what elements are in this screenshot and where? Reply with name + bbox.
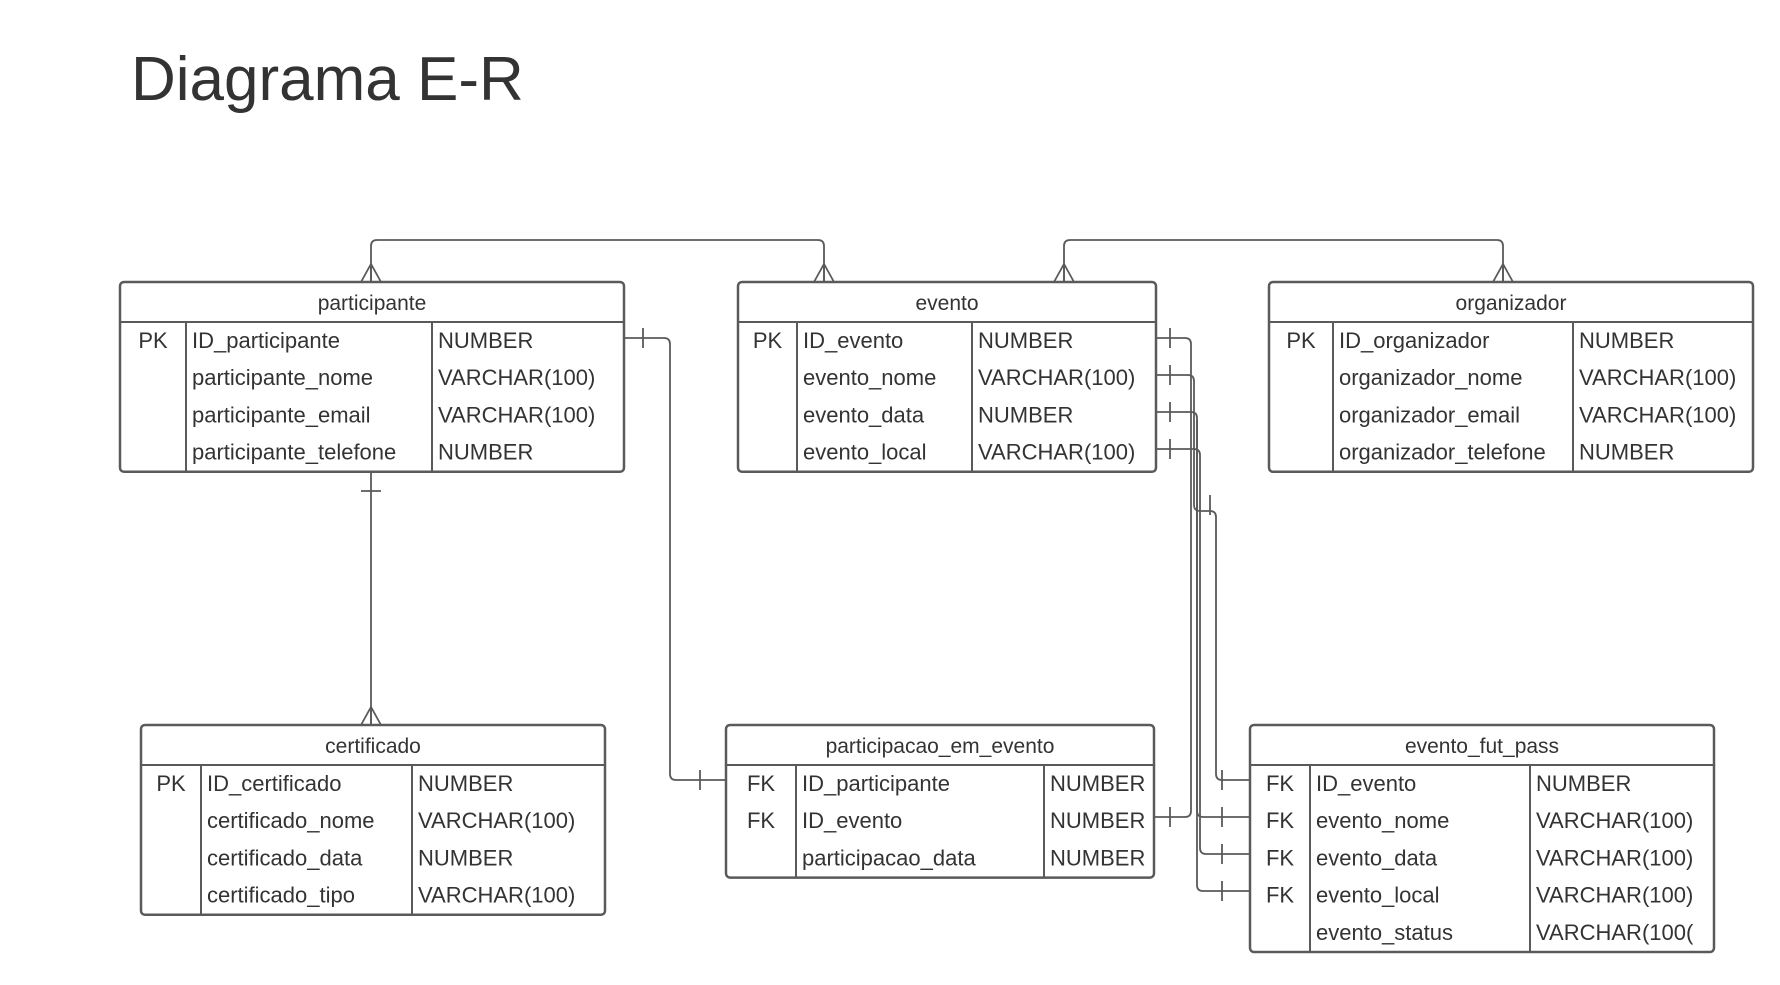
field-cell: evento_local bbox=[803, 440, 927, 465]
entity-title: participacao_em_evento bbox=[826, 735, 1055, 758]
type-cell: VARCHAR(100) bbox=[978, 365, 1135, 390]
rel-evento-id-evento-fut-pass bbox=[1156, 374, 1250, 781]
field-cell: ID_certificado bbox=[207, 771, 342, 796]
type-cell: NUMBER bbox=[978, 328, 1073, 353]
type-cell: VARCHAR(100) bbox=[418, 808, 575, 833]
crows-foot-evento-left bbox=[813, 262, 835, 283]
type-cell: VARCHAR(100) bbox=[1579, 402, 1736, 427]
rel-evento-nome-efp bbox=[1156, 411, 1250, 818]
key-cell: PK bbox=[138, 328, 168, 353]
entity-box bbox=[724, 723, 1156, 879]
field-cell: ID_evento bbox=[802, 808, 902, 833]
field-cell: evento_nome bbox=[803, 365, 936, 390]
field-cell: organizador_nome bbox=[1339, 365, 1522, 390]
type-cell: NUMBER bbox=[438, 328, 533, 353]
rel-participante-evento bbox=[370, 239, 825, 282]
field-cell: organizador_email bbox=[1339, 402, 1520, 427]
field-cell: ID_evento bbox=[803, 328, 903, 353]
type-cell: NUMBER bbox=[418, 771, 513, 796]
entity-box bbox=[736, 280, 1158, 474]
entity-box bbox=[1248, 723, 1716, 954]
field-cell: participante_nome bbox=[192, 365, 373, 390]
entity-box bbox=[139, 723, 607, 917]
field-cell: evento_data bbox=[803, 402, 925, 427]
type-cell: VARCHAR(100) bbox=[1536, 883, 1693, 908]
type-cell: VARCHAR(100) bbox=[1536, 808, 1693, 833]
key-cell: FK bbox=[1266, 808, 1294, 833]
type-cell: NUMBER bbox=[1050, 771, 1145, 796]
crows-foot-certificado bbox=[360, 705, 382, 726]
key-cell: PK bbox=[753, 328, 783, 353]
type-cell: VARCHAR(100( bbox=[1536, 920, 1694, 945]
rel-evento-participacao bbox=[1154, 337, 1192, 818]
rel-participante-participacao bbox=[624, 337, 726, 781]
entity-box bbox=[1267, 280, 1755, 474]
field-cell: ID_evento bbox=[1316, 771, 1416, 796]
crows-foot-participante bbox=[360, 262, 382, 283]
entity-title: organizador bbox=[1456, 292, 1567, 315]
type-cell: NUMBER bbox=[1579, 328, 1674, 353]
entity-title: evento_fut_pass bbox=[1405, 735, 1559, 758]
field-cell: evento_nome bbox=[1316, 808, 1449, 833]
key-cell: FK bbox=[1266, 845, 1294, 870]
type-cell: VARCHAR(100) bbox=[418, 883, 575, 908]
relationship-lines bbox=[360, 239, 1514, 901]
entity-title: certificado bbox=[325, 735, 421, 758]
field-cell: ID_participante bbox=[802, 771, 950, 796]
type-cell: NUMBER bbox=[1536, 771, 1631, 796]
type-cell: VARCHAR(100) bbox=[1579, 365, 1736, 390]
field-cell: certificado_tipo bbox=[207, 883, 355, 908]
type-cell: NUMBER bbox=[438, 440, 533, 465]
rel-evento-organizador bbox=[1063, 239, 1504, 282]
field-cell: certificado_nome bbox=[207, 808, 375, 833]
entity-title: evento bbox=[915, 292, 978, 315]
rel-evento-local-efp bbox=[1196, 420, 1250, 892]
field-cell: evento_status bbox=[1316, 920, 1453, 945]
type-cell: NUMBER bbox=[1579, 440, 1674, 465]
entity-box bbox=[118, 280, 626, 474]
key-cell: FK bbox=[747, 808, 775, 833]
field-cell: participacao_data bbox=[802, 845, 976, 870]
field-cell: ID_participante bbox=[192, 328, 340, 353]
crows-foot-organizador bbox=[1492, 262, 1514, 283]
field-cell: organizador_telefone bbox=[1339, 440, 1546, 465]
type-cell: NUMBER bbox=[418, 845, 513, 870]
key-cell: FK bbox=[747, 771, 775, 796]
field-cell: participante_email bbox=[192, 402, 371, 427]
field-cell: ID_organizador bbox=[1339, 328, 1489, 353]
field-cell: evento_local bbox=[1316, 883, 1440, 908]
field-cell: evento_data bbox=[1316, 845, 1438, 870]
crows-foot-evento-right bbox=[1053, 262, 1075, 283]
key-cell: FK bbox=[1266, 771, 1294, 796]
key-cell: FK bbox=[1266, 883, 1294, 908]
type-cell: NUMBER bbox=[1050, 845, 1145, 870]
type-cell: VARCHAR(100) bbox=[438, 402, 595, 427]
type-cell: VARCHAR(100) bbox=[1536, 845, 1693, 870]
entity-title: participante bbox=[318, 292, 427, 315]
type-cell: VARCHAR(100) bbox=[438, 365, 595, 390]
type-cell: NUMBER bbox=[978, 402, 1073, 427]
type-cell: VARCHAR(100) bbox=[978, 440, 1135, 465]
field-cell: certificado_data bbox=[207, 845, 363, 870]
type-cell: NUMBER bbox=[1050, 808, 1145, 833]
key-cell: PK bbox=[1286, 328, 1316, 353]
field-cell: participante_telefone bbox=[192, 440, 396, 465]
rel-evento-data-efp bbox=[1156, 448, 1250, 855]
key-cell: PK bbox=[156, 771, 186, 796]
page-title: Diagrama E-R bbox=[131, 45, 524, 114]
